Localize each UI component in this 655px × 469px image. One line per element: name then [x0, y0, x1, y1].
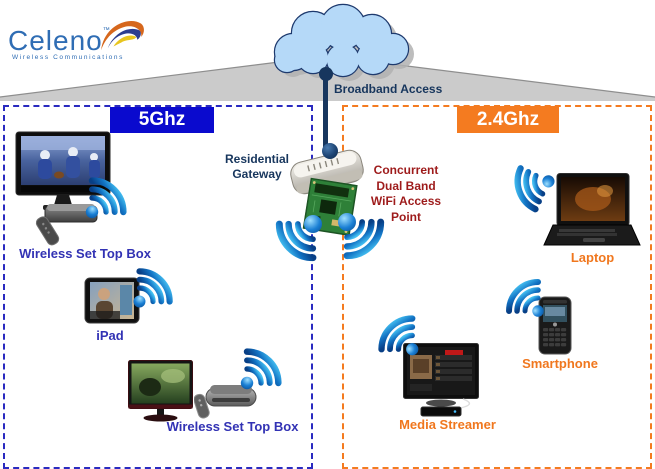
- laptop-label: Laptop: [570, 250, 615, 265]
- logo-swoosh-icon: [101, 21, 145, 51]
- smartphone-device: [538, 296, 572, 355]
- zone-24ghz-box: [342, 105, 652, 469]
- media-streamer-label: Media Streamer: [399, 417, 496, 432]
- set-top-box-1: [35, 204, 98, 246]
- tv-jungle: [128, 360, 193, 422]
- logo-tagline: Wireless Communications: [12, 54, 124, 61]
- stb1-label: Wireless Set Top Box: [19, 246, 151, 261]
- cloud-connector-dot: [319, 67, 333, 81]
- network-diagram: { "brand": { "name": "Celeno", "tm": "™"…: [0, 3, 655, 469]
- pcb-antenna-ball-left: [304, 215, 322, 233]
- broadband-line: [323, 72, 328, 152]
- celeno-logo: Celeno™ Wireless Communications: [8, 16, 146, 61]
- pcb-antenna-ball-right: [338, 213, 356, 231]
- stb2-label: Wireless Set Top Box: [166, 419, 299, 434]
- residential-gateway-label: Residential Gateway: [224, 152, 290, 181]
- access-point-label: Concurrent Dual Band WiFi Access Point: [370, 163, 442, 224]
- set-top-box-2: [194, 385, 257, 419]
- logo-tm: ™: [102, 27, 110, 34]
- laptop-device: [543, 173, 641, 246]
- broadband-cloud: [273, 3, 414, 81]
- media-streamer-device: [403, 343, 479, 417]
- gateway-connector-ball: [322, 143, 338, 159]
- ipad-device: [84, 277, 140, 324]
- zone-24ghz-title: 2.4Ghz: [457, 106, 559, 133]
- zone-5ghz-title: 5Ghz: [110, 107, 214, 133]
- broadband-access-label: Broadband Access: [334, 82, 443, 96]
- tv-football: [15, 131, 111, 210]
- logo-name: Celeno: [8, 25, 103, 56]
- ipad-label: iPad: [96, 328, 124, 343]
- smartphone-label: Smartphone: [522, 356, 598, 371]
